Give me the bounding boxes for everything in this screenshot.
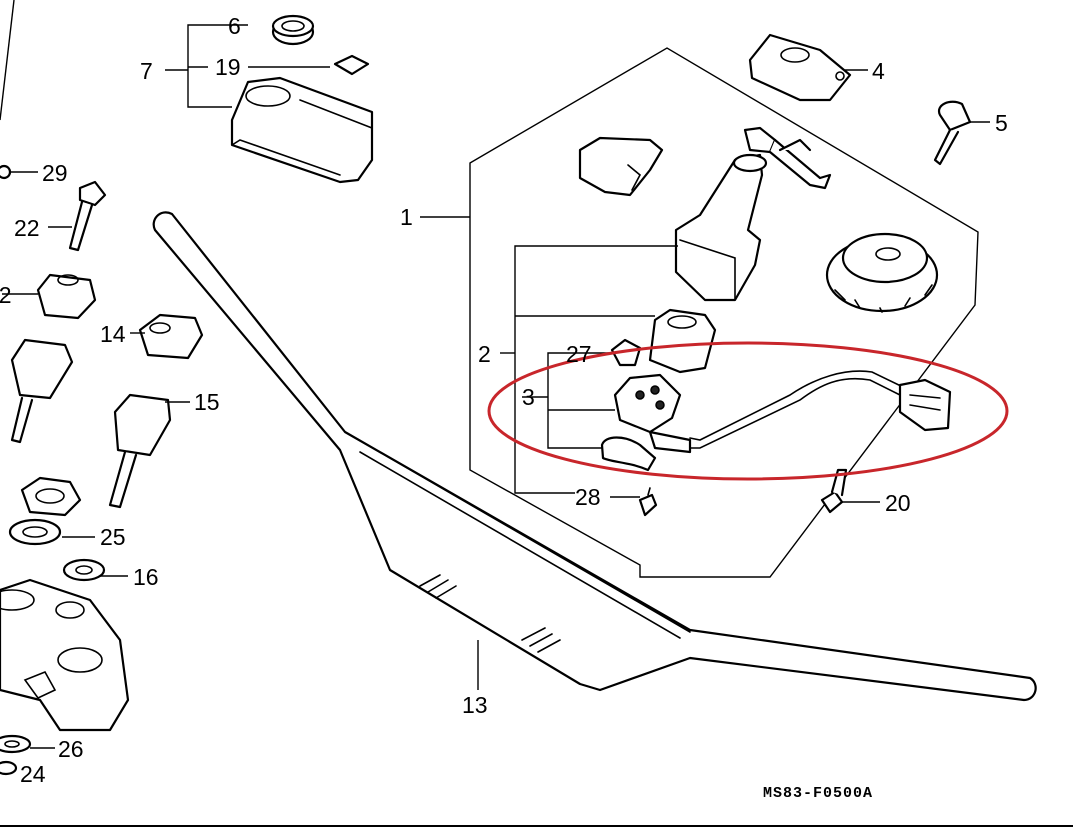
nut-part xyxy=(20,476,82,517)
handlebar xyxy=(152,211,1037,702)
callout-label: 19 xyxy=(215,54,241,80)
bolt-20-part xyxy=(820,468,848,514)
washer-16-part xyxy=(62,558,106,582)
washer-24-part xyxy=(0,760,18,776)
callout-label: 12 xyxy=(0,282,12,308)
grommet-part xyxy=(271,14,315,46)
fuel-cap-part xyxy=(825,232,939,313)
callout-label: 20 xyxy=(885,490,911,516)
holder-lower-left-part xyxy=(10,338,74,444)
key-part xyxy=(933,100,972,166)
bolt-29-part xyxy=(0,164,12,180)
holder-upper-left-part xyxy=(36,273,97,320)
callout-label: 28 xyxy=(575,484,601,510)
holder-14-part xyxy=(138,313,204,360)
callout-label: 2 xyxy=(478,341,491,367)
holder-15-part xyxy=(108,393,172,509)
callout-label: 16 xyxy=(133,564,159,590)
callout-label: 29 xyxy=(42,160,68,186)
left-edge-line xyxy=(0,0,15,121)
callout-label: 3 xyxy=(522,384,535,410)
top-bracket-part xyxy=(748,33,852,102)
callout-label: 25 xyxy=(100,524,126,550)
small-plate-part xyxy=(333,54,370,76)
switch-housing-part xyxy=(648,308,717,374)
callout-label: 24 xyxy=(20,761,46,787)
ignition-switch-body xyxy=(674,126,832,302)
highlight-ellipse xyxy=(487,341,1009,481)
bolt-28-part xyxy=(638,487,658,517)
callout-label: 15 xyxy=(194,389,220,415)
callout-label: 13 xyxy=(462,692,488,718)
clamp-ring-part xyxy=(600,436,657,472)
leader-lines xyxy=(2,24,990,749)
callout-label: 22 xyxy=(14,215,40,241)
bolt-22-part xyxy=(68,180,107,252)
wire-harness xyxy=(689,370,952,449)
callout-label: 1 xyxy=(400,204,413,230)
triple-clamp-part xyxy=(0,578,130,732)
switch-cover-part xyxy=(578,136,664,197)
callout-label: 7 xyxy=(140,58,153,84)
washer-25-part xyxy=(8,518,62,546)
callout-labels: 6 7 19 4 5 1 2 27 3 28 20 14 15 25 16 13… xyxy=(0,13,1008,802)
callout-label: 6 xyxy=(228,13,241,39)
callout-label: 5 xyxy=(995,110,1008,136)
callout-label: 14 xyxy=(100,321,126,347)
contact-base-part xyxy=(613,373,692,454)
washer-26-part xyxy=(0,734,32,754)
cover-part xyxy=(230,76,374,184)
callout-label: 26 xyxy=(58,736,84,762)
drawing-code: MS83-F0500A xyxy=(763,785,873,802)
callout-label: 4 xyxy=(872,58,885,84)
clip-part xyxy=(610,338,642,367)
assembly-outline xyxy=(469,47,979,578)
callout-label: 27 xyxy=(566,341,592,367)
